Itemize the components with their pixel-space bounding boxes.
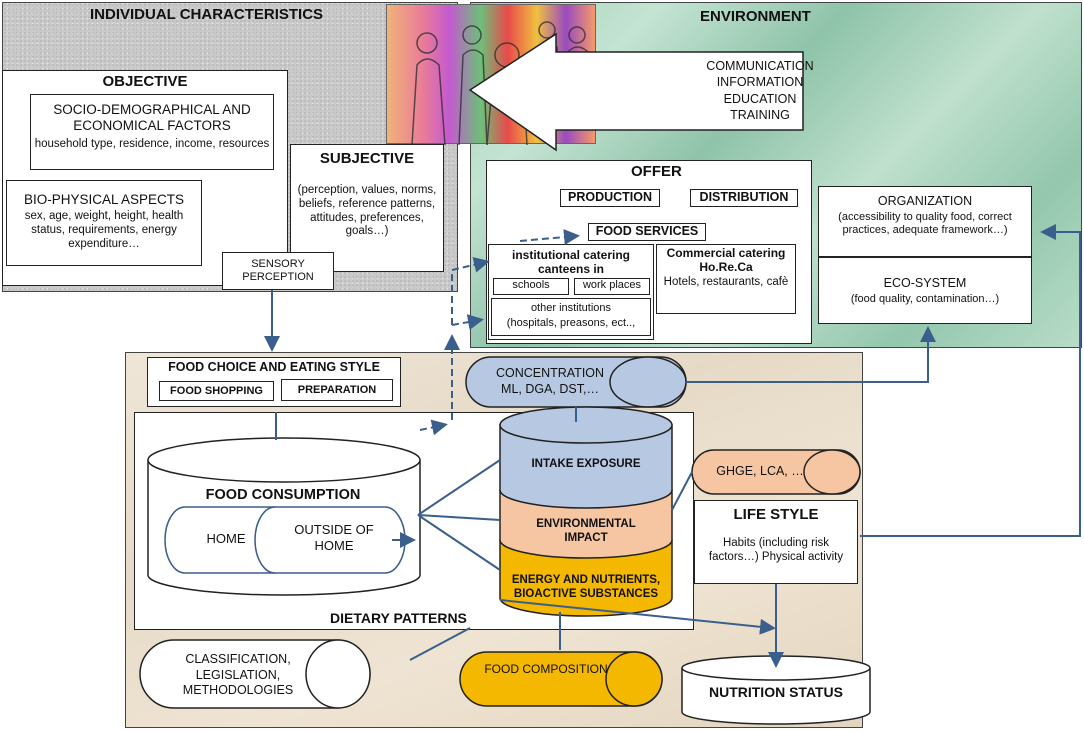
organization-title: ORGANIZATION	[877, 194, 973, 208]
environment-title: ENVIRONMENT	[700, 8, 811, 25]
food-composition-label: FOOD COMPOSITION	[484, 662, 608, 676]
organization-box	[818, 186, 1032, 324]
intake-exposure-label: INTAKE EXPOSURE	[531, 458, 641, 470]
subjective-box	[290, 144, 444, 272]
socio-demographic-detail: household type, residence, income, resou…	[34, 138, 270, 150]
dietary-patterns-title: DIETARY PATTERNS	[330, 610, 467, 626]
nutrient-stack-cylinder	[499, 406, 673, 617]
individual-characteristics-title: INDIVIDUAL CHARACTERISTICS	[90, 6, 324, 23]
nutrition-status-label: NUTRITION STATUS	[708, 684, 844, 700]
commercial-catering-detail: Hotels, restaurants, cafè	[663, 276, 789, 288]
ecosystem-title: ECO-SYSTEM	[883, 276, 967, 290]
classification-label: CLASSIFICATION, LEGISLATION, METHODOLOGI…	[182, 652, 294, 698]
commercial-catering-title: Commercial catering Ho.Re.Ca	[666, 246, 786, 275]
socio-demographic-title: SOCIO-DEMOGRAPHICAL AND ECONOMICAL FACTO…	[53, 102, 251, 134]
communication-label: COMMUNICATION	[706, 59, 814, 73]
concentration-title: CONCENTRATION	[495, 366, 605, 380]
outside-home-label: OUTSIDE OF HOME	[294, 522, 374, 553]
organization-detail: (accessibility to quality food, correct …	[838, 211, 1012, 237]
ghge-pill	[691, 449, 861, 495]
other-institutions-detail: (hospitals, preasons, ect..,	[506, 317, 636, 329]
preparation-label: PREPARATION	[281, 379, 393, 401]
schools-label: schools	[493, 278, 569, 295]
connector-arrows	[264, 224, 1081, 668]
subjective-detail: (perception, values, norms, beliefs, ref…	[297, 184, 437, 238]
bio-physical-box	[6, 180, 202, 266]
concentration-pill	[465, 356, 687, 408]
sensory-perception-label: SENSORY PERCEPTION	[242, 258, 314, 284]
objective-title: OBJECTIVE	[102, 73, 188, 90]
training-label: TRAINING	[730, 107, 790, 122]
life-style-detail: Habits (including risk factors…) Physica…	[708, 537, 844, 563]
offer-title: OFFER	[631, 163, 682, 180]
socio-demographic-box	[30, 94, 274, 170]
organization-divider	[818, 256, 1032, 258]
environmental-impact-label: ENVIRONMENTAL IMPACT	[536, 518, 636, 544]
food-choice-title: FOOD CHOICE AND EATING STYLE	[168, 360, 380, 374]
home-outside-pill	[164, 506, 406, 574]
distribution-label: DISTRIBUTION	[690, 189, 798, 207]
food-consumption-label: FOOD CONSUMPTION	[205, 487, 361, 503]
production-label: PRODUCTION	[560, 189, 660, 207]
bio-physical-title: BIO-PHYSICAL ASPECTS	[23, 192, 185, 207]
bio-physical-detail: sex, age, weight, height, health status,…	[24, 210, 184, 250]
food-services-label: FOOD SERVICES	[588, 223, 706, 241]
ecosystem-detail: (food quality, contamination…)	[850, 293, 1000, 305]
nutrition-status-cylinder	[681, 655, 871, 725]
sensory-perception-box	[222, 252, 334, 290]
other-institutions-title: other institutions	[530, 302, 612, 314]
subjective-title: SUBJECTIVE	[319, 150, 415, 167]
life-style-title: LIFE STYLE	[733, 506, 819, 523]
life-style-box	[694, 500, 858, 584]
concentration-detail: ML, DGA, DST,…	[501, 382, 599, 396]
commercial-catering-box	[656, 244, 796, 314]
home-label: HOME	[206, 531, 246, 546]
classification-pill	[139, 639, 371, 709]
institutional-catering-title: institutional catering canteens in	[511, 248, 630, 277]
education-label: EDUCATION	[723, 91, 797, 106]
ghge-label: GHGE, LCA, …	[716, 464, 804, 478]
energy-nutrients-label: ENERGY AND NUTRIENTS, BIOACTIVE SUBSTANC…	[511, 574, 661, 600]
food-composition-pill	[459, 651, 663, 707]
work-places-label: work places	[574, 278, 650, 295]
communication-arrow-text: COMMUNICATION INFORMATION EDUCATION TRAI…	[690, 58, 830, 123]
information-label: INFORMATION	[716, 75, 804, 90]
other-institutions-box	[491, 298, 651, 336]
food-shopping-label: FOOD SHOPPING	[159, 381, 274, 401]
